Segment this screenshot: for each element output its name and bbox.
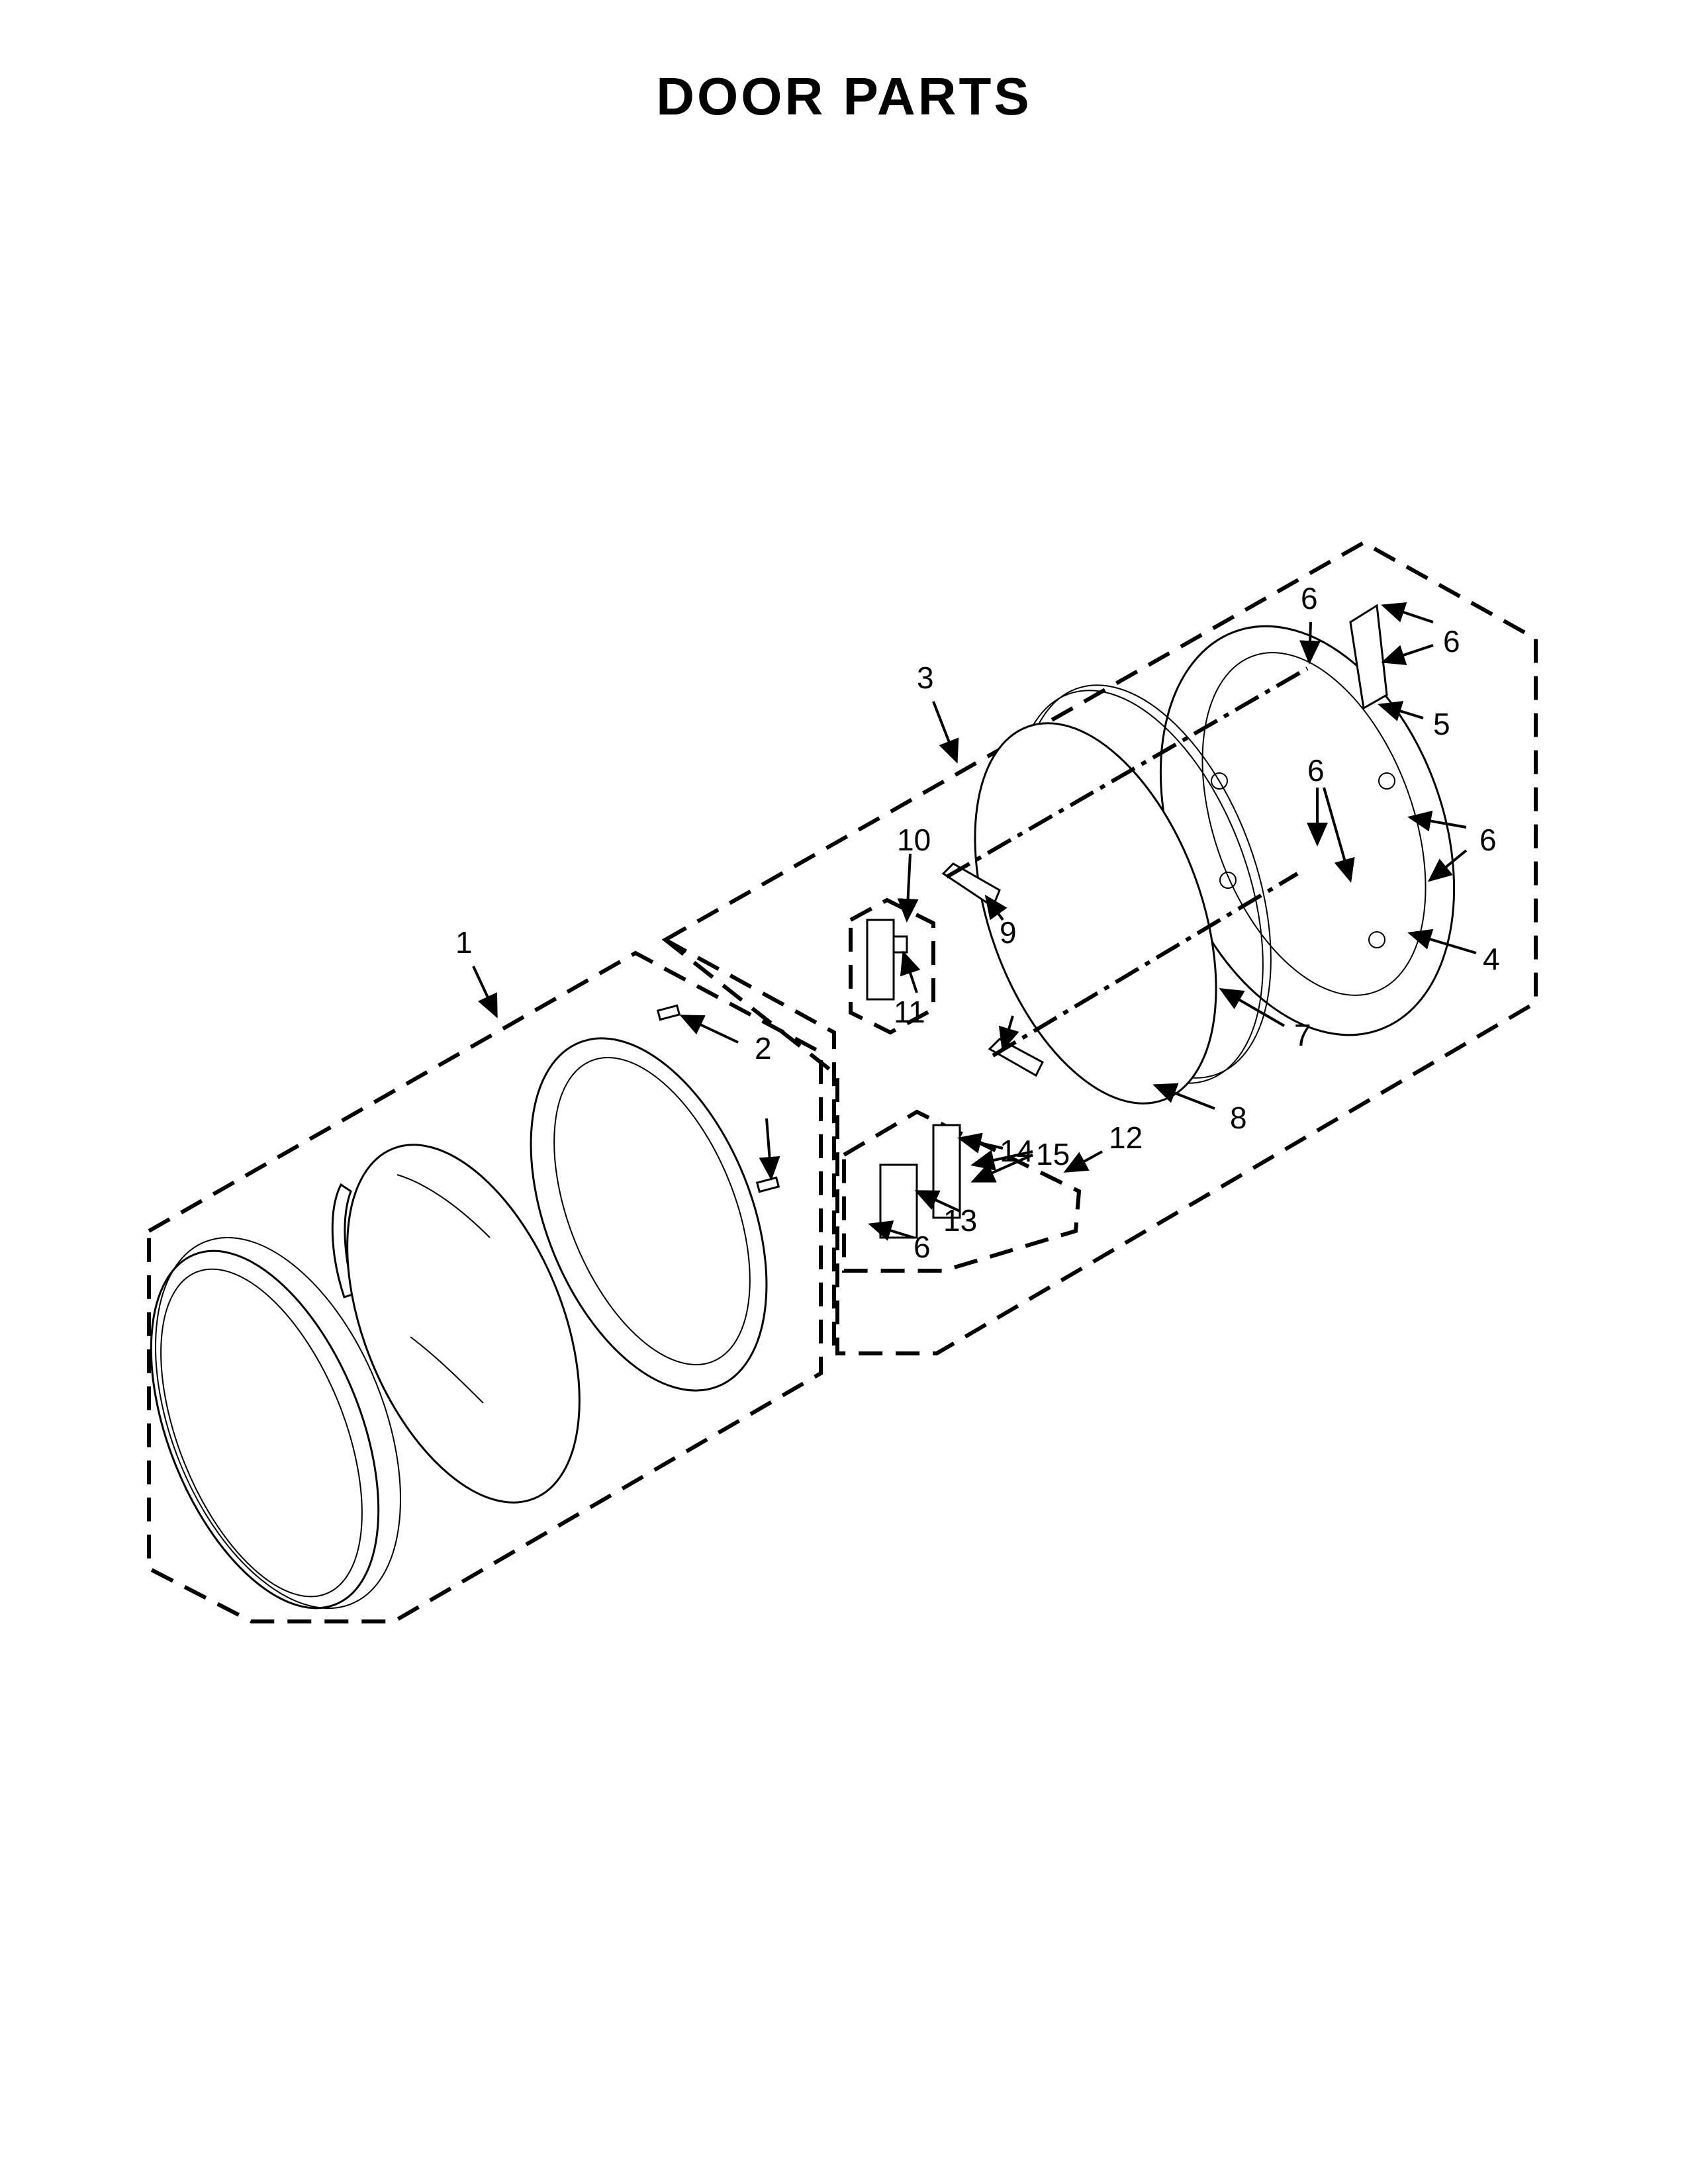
group-12-boundary — [842, 1109, 1082, 1273]
assembly-axis-upper — [945, 666, 1309, 879]
callout-2-upper: 2 — [755, 1031, 772, 1066]
callout-10: 10 — [897, 823, 931, 857]
group-3-boundary — [661, 540, 1538, 1355]
callout-15: 15 — [1036, 1137, 1070, 1171]
group-10-boundary — [849, 897, 935, 1035]
inner-door-ring — [530, 1037, 768, 1392]
callout-6-right: 6 — [1479, 823, 1497, 857]
outer-door-trim-ring — [150, 1236, 401, 1610]
door-glass — [346, 1144, 581, 1504]
group-1-boundary — [147, 950, 823, 1623]
leader-lines — [472, 602, 1477, 1241]
door-handle — [331, 1183, 355, 1298]
assembly-axis-lower — [992, 872, 1299, 1058]
callout-4: 4 — [1483, 942, 1500, 976]
door-screws — [656, 1004, 780, 1193]
callout-9-upper: 9 — [1000, 915, 1017, 950]
callout-6-top-right: 6 — [1443, 624, 1460, 659]
callout-13: 13 — [943, 1203, 977, 1238]
hinge-plate — [1349, 604, 1388, 710]
callout-6-middle: 6 — [1307, 753, 1325, 788]
callout-11: 11 — [894, 995, 925, 1029]
callout-1: 1 — [455, 925, 473, 960]
latch-assembly — [866, 919, 908, 1001]
callout-8: 8 — [1230, 1101, 1247, 1135]
callout-5: 5 — [1433, 707, 1450, 741]
callout-3: 3 — [917, 660, 934, 695]
callout-12: 12 — [1109, 1120, 1143, 1155]
callout-6-top: 6 — [1301, 581, 1318, 615]
page-title: DOOR PARTS — [656, 67, 1032, 126]
latch-spacer-lower — [988, 1038, 1044, 1077]
callout-6-bottom: 6 — [914, 1230, 931, 1264]
group-3-inner-step — [664, 938, 836, 1350]
callout-7: 7 — [1294, 1018, 1311, 1052]
callout-14: 14 — [1000, 1134, 1033, 1168]
